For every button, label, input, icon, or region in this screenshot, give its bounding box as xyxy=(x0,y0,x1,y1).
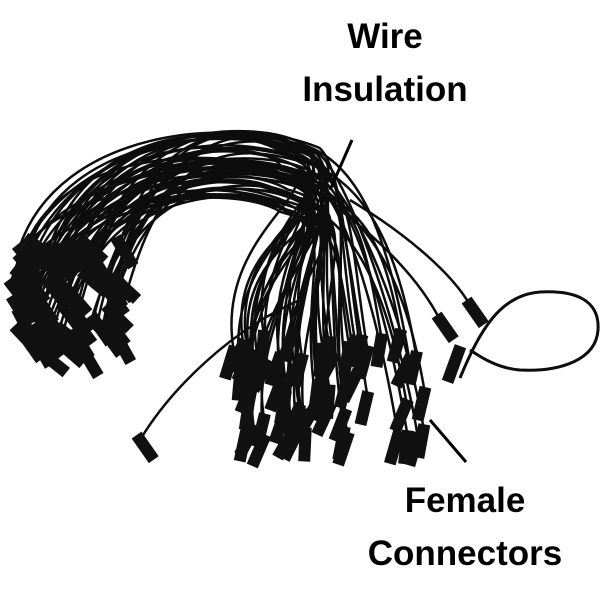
wire xyxy=(339,209,442,321)
connector xyxy=(234,422,262,459)
connector xyxy=(94,322,127,357)
connector xyxy=(354,390,375,427)
connector xyxy=(67,312,98,348)
wire xyxy=(100,134,369,396)
connector xyxy=(41,275,72,310)
connector xyxy=(238,395,256,431)
connector xyxy=(231,347,257,384)
wire xyxy=(50,129,336,357)
wire xyxy=(47,193,347,413)
connector xyxy=(41,312,71,348)
label-line: Connectors xyxy=(367,534,563,573)
single-loose-wire xyxy=(441,290,600,384)
wire xyxy=(20,157,383,338)
wire xyxy=(113,178,408,404)
connector xyxy=(411,385,432,422)
label-line: Insulation xyxy=(302,70,468,109)
female-connectors xyxy=(3,232,489,469)
connector xyxy=(75,343,104,380)
connector xyxy=(328,406,353,443)
connector xyxy=(12,250,45,284)
connector xyxy=(246,432,272,469)
wire xyxy=(95,140,330,395)
wire-insulation-pointer-line xyxy=(328,139,354,191)
connector xyxy=(255,329,271,365)
wire xyxy=(138,298,301,441)
wire-bundle xyxy=(9,129,472,441)
wire xyxy=(105,163,315,371)
wire xyxy=(92,168,320,408)
wire xyxy=(349,198,472,306)
wire xyxy=(72,146,425,429)
label-line: Wire xyxy=(347,17,423,56)
connector xyxy=(412,423,431,459)
connector xyxy=(251,412,271,449)
connector xyxy=(288,352,309,389)
wire xyxy=(76,136,312,383)
connector xyxy=(131,431,159,464)
wire xyxy=(18,195,318,404)
connector xyxy=(69,247,99,283)
wire xyxy=(36,174,312,344)
connector xyxy=(370,332,389,368)
connector xyxy=(321,384,336,419)
connector xyxy=(338,340,356,377)
connector xyxy=(110,234,139,270)
connector xyxy=(282,401,307,438)
connector xyxy=(75,233,109,266)
wire xyxy=(50,146,314,358)
connector xyxy=(45,263,73,299)
connector xyxy=(311,386,325,421)
connector xyxy=(86,258,115,294)
connector xyxy=(14,287,43,323)
connector xyxy=(389,397,414,434)
wire-insulation-label: Wire Insulation xyxy=(280,10,490,116)
connector xyxy=(403,349,423,386)
female-connectors-pointer-line xyxy=(428,419,468,463)
connector xyxy=(264,376,288,413)
connector xyxy=(101,301,134,334)
wire xyxy=(17,158,400,436)
connector xyxy=(441,344,467,384)
connector xyxy=(40,245,73,278)
connector xyxy=(461,296,489,329)
connector xyxy=(107,269,139,304)
connector xyxy=(386,327,408,364)
connector xyxy=(332,425,351,462)
connector xyxy=(29,320,58,356)
connector xyxy=(11,306,38,342)
connector xyxy=(277,326,300,363)
connector xyxy=(264,351,287,388)
wire xyxy=(81,186,312,354)
label-line: Female xyxy=(404,481,526,520)
wire xyxy=(116,195,306,401)
connector xyxy=(384,429,405,466)
connector xyxy=(314,349,342,386)
connector xyxy=(431,311,459,344)
connector xyxy=(353,344,375,380)
connector xyxy=(35,346,71,378)
wire xyxy=(11,131,328,391)
female-connectors-label: Female Connectors xyxy=(340,474,590,580)
connector xyxy=(224,337,251,374)
connector xyxy=(348,333,369,369)
